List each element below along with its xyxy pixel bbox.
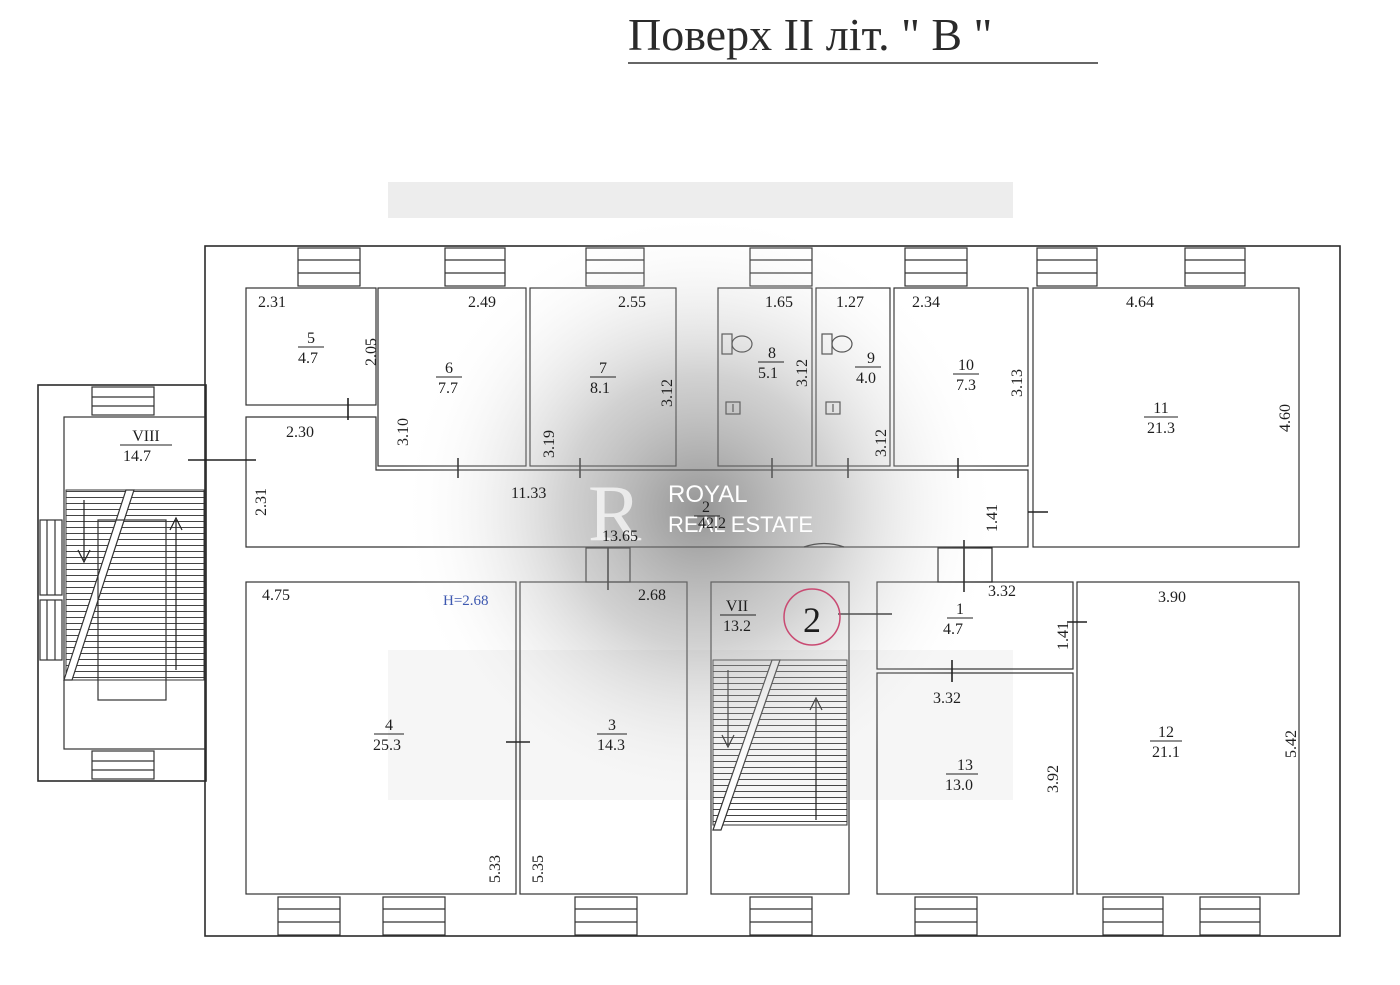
room-11-label: 11 21.3 [1144, 400, 1178, 437]
watermark-line2: REAL ESTATE [668, 512, 813, 537]
svg-text:42.2: 42.2 [698, 515, 726, 532]
plan-title: Поверх II літ. " В " [628, 9, 992, 60]
dim-label: 3.13 [1009, 369, 1026, 397]
dim-label: 13.65 [602, 528, 638, 545]
dim-label: 3.32 [933, 690, 961, 707]
room-12-walls [1076, 581, 1300, 895]
svg-text:5: 5 [307, 330, 315, 347]
svg-text:6: 6 [445, 360, 453, 377]
svg-text:7: 7 [599, 360, 607, 377]
room-VIII-label: VIII 14.7 [120, 428, 172, 465]
dim-label: 4.64 [1126, 294, 1154, 311]
room-9-label: 94.0 [855, 350, 881, 387]
dim-label: 1.41 [1055, 622, 1072, 650]
svg-text:VIII: VIII [132, 428, 160, 445]
svg-text:VII: VII [726, 598, 748, 615]
svg-text:8.1: 8.1 [590, 380, 610, 397]
room-8-label: 85.1 [758, 345, 784, 382]
dim-label: 11.33 [511, 485, 546, 502]
dim-label: 2.34 [912, 294, 940, 311]
svg-text:2: 2 [702, 499, 710, 516]
svg-text:14.7: 14.7 [123, 448, 151, 465]
dim-label: 2.31 [258, 294, 286, 311]
room-2-label: 242.2 [694, 499, 726, 532]
dim-label: 2.68 [638, 587, 666, 604]
room-1-label: 14.7 [943, 601, 973, 638]
room-13-label: 13 13.0 [945, 757, 978, 794]
dim-label: 3.92 [1045, 765, 1062, 793]
dim-label: 2.55 [618, 294, 646, 311]
svg-text:25.3: 25.3 [373, 737, 401, 754]
dim-label: 3.12 [794, 359, 811, 387]
room-12-label: 12 21.1 [1150, 724, 1182, 761]
dim-label: 3.12 [659, 379, 676, 407]
room-VII-label: VII 13.2 [720, 598, 756, 635]
watermark: R ROYAL REAL ESTATE [400, 210, 1000, 810]
dimension-labels: 2.31 2.49 2.55 1.65 1.27 2.34 4.64 2.05 … [253, 294, 1300, 883]
section-mark: 2 [783, 588, 841, 646]
svg-text:4: 4 [385, 717, 393, 734]
dim-label: 2.05 [363, 338, 380, 366]
svg-text:13: 13 [957, 757, 973, 774]
room-2-walls [245, 416, 1029, 548]
dim-label: 3.90 [1158, 589, 1186, 606]
section-mark-label: 2 [803, 600, 821, 640]
svg-text:9: 9 [867, 350, 875, 367]
dim-label: 1.27 [836, 294, 864, 311]
dim-label: 3.10 [395, 418, 412, 446]
svg-text:4.7: 4.7 [943, 621, 963, 638]
room-10-label: 107.3 [953, 357, 979, 394]
dim-label: 2.31 [253, 488, 270, 516]
svg-text:12: 12 [1158, 724, 1174, 741]
svg-text:4.0: 4.0 [856, 370, 876, 387]
dim-label: 3.32 [988, 583, 1016, 600]
room-4-label: 425.3 [373, 717, 404, 754]
svg-text:13.2: 13.2 [723, 618, 751, 635]
room-7-label: 78.1 [590, 360, 616, 397]
height-note: H=2.68 [443, 593, 489, 609]
room-3-label: 314.3 [597, 717, 627, 754]
svg-text:R: R [588, 470, 642, 558]
watermark-line1: ROYAL [668, 481, 748, 508]
svg-text:1: 1 [956, 601, 964, 618]
dim-label: 5.33 [487, 855, 504, 883]
dim-label: 1.65 [765, 294, 793, 311]
svg-text:13.0: 13.0 [945, 777, 973, 794]
svg-text:21.1: 21.1 [1152, 744, 1180, 761]
stair-VIII [63, 489, 205, 701]
svg-text:11: 11 [1153, 400, 1168, 417]
room-5-label: 54.7 [298, 330, 324, 367]
svg-text:7.7: 7.7 [438, 380, 458, 397]
dim-label: 4.60 [1277, 404, 1294, 432]
room-6-label: 67.7 [436, 360, 462, 397]
dim-label: 3.19 [541, 430, 558, 458]
dim-label: 3.12 [873, 429, 890, 457]
dim-label: 2.49 [468, 294, 496, 311]
dim-label: 5.35 [530, 855, 547, 883]
dim-label: 2.30 [286, 424, 314, 441]
dim-label: 1.41 [984, 504, 1001, 532]
svg-text:10: 10 [958, 357, 974, 374]
svg-text:4.7: 4.7 [298, 350, 318, 367]
svg-text:21.3: 21.3 [1147, 420, 1175, 437]
room-11-walls [1032, 287, 1300, 548]
svg-text:7.3: 7.3 [956, 377, 976, 394]
svg-text:3: 3 [608, 717, 616, 734]
svg-text:5.1: 5.1 [758, 365, 778, 382]
dim-label: 4.75 [262, 587, 290, 604]
svg-text:14.3: 14.3 [597, 737, 625, 754]
svg-text:8: 8 [768, 345, 776, 362]
room-5-walls [245, 287, 377, 406]
dim-label: 5.42 [1283, 730, 1300, 758]
room-13-walls [876, 672, 1074, 895]
